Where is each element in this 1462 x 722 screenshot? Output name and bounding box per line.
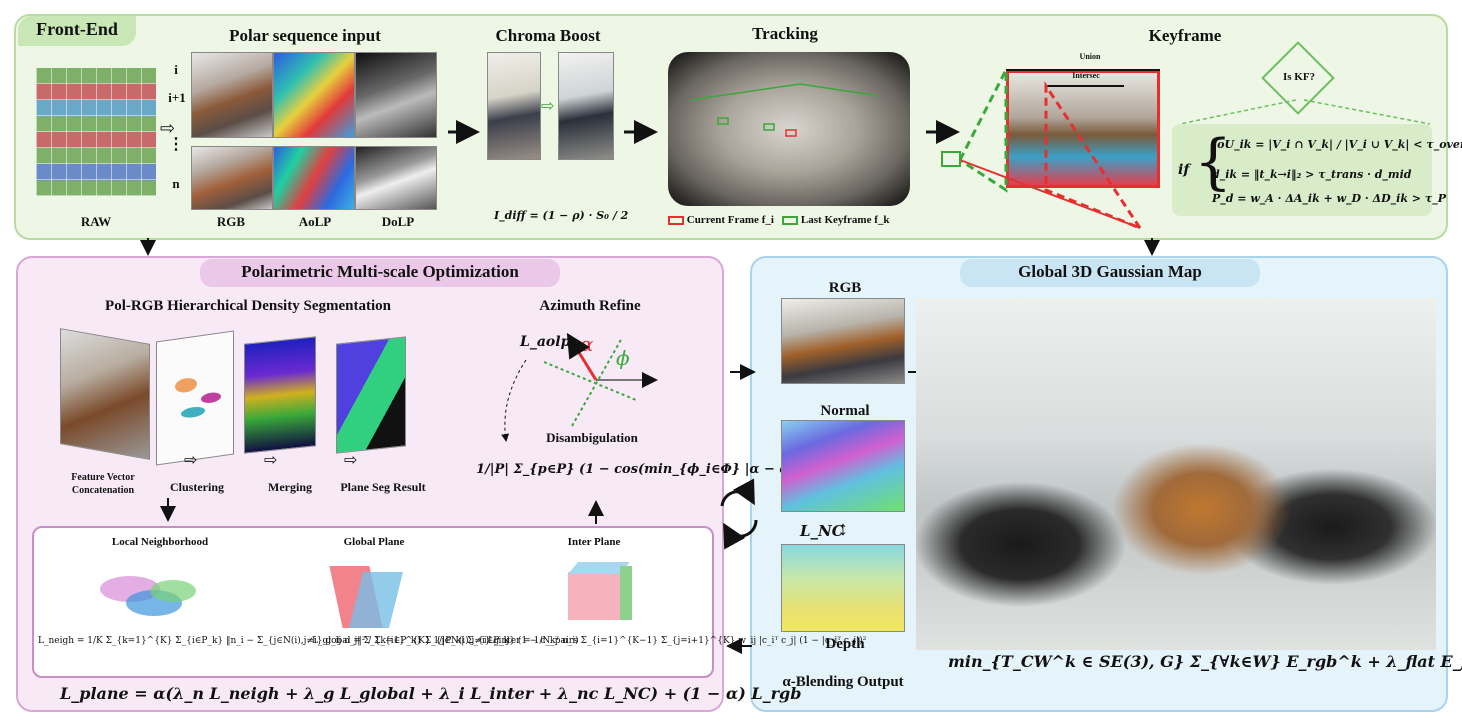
bidirectional-arrow-icon: ↕ [838, 518, 848, 540]
seq-index-dots: ⋮ [168, 136, 184, 153]
disambiguation-label: Disambigulation [546, 430, 638, 445]
l-neigh-equation: L_neigh = 1/K Σ_{k=1}^{K} Σ_{i∈P_k} ‖n_i… [38, 636, 510, 646]
cluster-blob-cyan [181, 405, 205, 419]
segmentation-title: Pol-RGB Hierarchical Density Segmentatio… [105, 298, 391, 314]
clustering-image [156, 330, 234, 466]
chroma-before-image [487, 52, 541, 160]
kf-if-label: if [1178, 162, 1190, 178]
aolp-label: AoLP [298, 214, 332, 229]
seg-arrow-1-icon: ⇨ [184, 452, 198, 469]
kf-brace-icon: { [1194, 127, 1233, 197]
cluster-blob-magenta [201, 391, 221, 405]
seq-index-n: n [172, 176, 180, 191]
tracking-legend: Current Frame f_i Last Keyframe f_k [668, 214, 890, 226]
global-gaussian-map-tag: Global 3D Gaussian Map [960, 259, 1260, 287]
rgb-input-image-n [191, 146, 273, 210]
depth-map-image [781, 544, 905, 632]
depth-label: Depth [825, 636, 865, 652]
alpha-symbol: α [580, 332, 594, 356]
local-neighborhood-title: Local Neighborhood [111, 536, 209, 548]
l-global-equation: L_global = Σ_{k=1}^{K} 1/|P_k| Σ_{i∈P_k}… [312, 636, 579, 646]
polarimetric-optimization-tag: Polarimetric Multi-scale Optimization [200, 259, 560, 287]
normal-label: Normal [820, 403, 870, 419]
dolp-label: DoLP [381, 214, 415, 229]
clustering-label: Clustering [170, 480, 224, 494]
azimuth-refine-title: Azimuth Refine [539, 298, 641, 314]
chroma-arrow-icon: ⇨ [541, 98, 555, 115]
feature-label-1: Feature Vector [71, 472, 135, 483]
is-kf-label: Is KF? [1282, 71, 1316, 83]
merging-label: Merging [268, 480, 312, 494]
last-keyframe-icon [782, 215, 799, 225]
hollow-arrow-icon: ⇨ [160, 118, 176, 138]
global-rgb-image [781, 298, 905, 384]
gaussian-map-render [916, 298, 1436, 650]
seg-arrow-2-icon: ⇨ [264, 452, 278, 469]
feature-label-2: Concatenation [71, 485, 135, 496]
kf-distance-equation: d_ik = ‖t_k→i‖₂ > τ_trans · d_mid [1212, 168, 1412, 181]
kf-polar-equation: P_d = w_A · ΔA_ik + w_D · ΔD_ik > τ_P [1212, 192, 1446, 205]
feature-stack-image [60, 328, 150, 460]
alpha-blending-label: α-Blending Output [782, 674, 904, 690]
inter-cube-side [620, 566, 632, 620]
l-plane-equation: L_plane = α(λ_n L_neigh + λ_g L_global +… [60, 684, 802, 703]
tracking-scene-image [668, 52, 910, 206]
l-nc-label: L_NC [800, 522, 844, 540]
aolp-input-image-n [273, 146, 355, 210]
normal-map-image [781, 420, 905, 512]
inter-plane-title: Inter Plane [567, 536, 621, 548]
merging-image [244, 336, 316, 454]
raw-mosaic-image [36, 68, 156, 196]
legend-last-keyframe: Last Keyframe f_k [800, 214, 890, 226]
legend-current-frame: Current Frame f_i [686, 214, 774, 226]
inter-cube-front [568, 572, 620, 620]
raw-label: RAW [80, 214, 112, 229]
chroma-equation: I_diff = (1 − ρ) · S₀ / 2 [494, 209, 629, 222]
seq-index-i1: i+1 [168, 90, 186, 105]
phi-symbol: ϕ [616, 346, 630, 370]
objective-equation: min_{T_CW^k ∈ SE(3), G} Σ_{∀k∈W} E_rgb^k… [948, 652, 1462, 671]
intersec-label: Intersec [1072, 71, 1100, 80]
keyframe-title: Keyframe [1148, 26, 1222, 45]
cluster-blob-orange [175, 376, 197, 394]
dolp-input-image [355, 52, 437, 138]
current-frame-icon [668, 215, 684, 225]
plane-seg-result-image [336, 336, 406, 454]
chroma-after-image [558, 52, 614, 160]
tracking-title: Tracking [752, 24, 818, 43]
front-end-tag: Front-End [18, 16, 136, 46]
l-inter-equation: L_inter = 1/N_pairs Σ_{i=1}^{K−1} Σ_{j=i… [488, 636, 867, 646]
seq-index-i: i [174, 62, 178, 77]
global-rgb-label: RGB [828, 280, 862, 296]
rgb-label: RGB [216, 214, 246, 229]
dolp-input-image-n [355, 146, 437, 210]
chroma-boost-title: Chroma Boost [495, 26, 601, 45]
aolp-input-image [273, 52, 355, 138]
global-plane-title: Global Plane [343, 536, 405, 548]
keyframe-overlap-image [1006, 70, 1160, 188]
local-ellipse-green [150, 580, 196, 602]
plane-seg-label: Plane Seg Result [340, 480, 426, 494]
polar-sequence-title: Polar sequence input [229, 26, 381, 45]
rgb-input-image [191, 52, 273, 138]
seg-arrow-3-icon: ⇨ [344, 452, 358, 469]
kf-iou-equation: IoU_ik = |V_i ∩ V_k| / |V_i ∪ V_k| < τ_o… [1212, 138, 1462, 151]
azimuth-equation: 1/|P| Σ_{p∈P} (1 − cos(min_{ϕ_i∈Φ} |α − … [476, 462, 821, 477]
union-label: Union [1079, 52, 1101, 61]
keyframe-criteria-box [1172, 124, 1432, 216]
l-aolp-label: L_aolp [520, 334, 571, 350]
